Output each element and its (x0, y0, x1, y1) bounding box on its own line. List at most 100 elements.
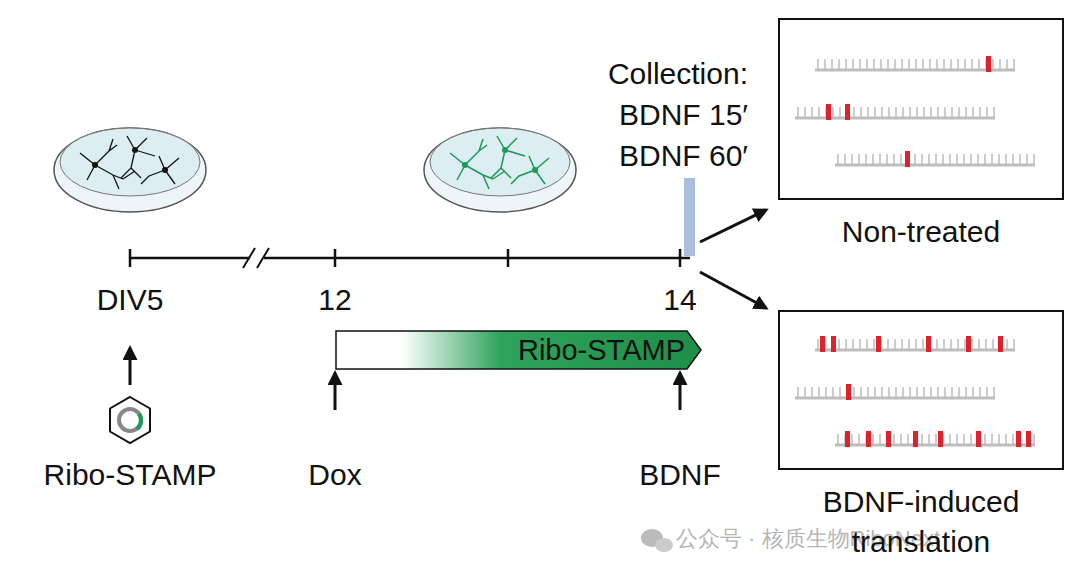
strand-tick (984, 434, 986, 445)
strand-tick (1033, 434, 1035, 445)
strand-tick (936, 339, 938, 350)
strand-tick (837, 154, 839, 165)
strand-tick (872, 434, 874, 445)
strand-tick (853, 107, 855, 118)
strand-tick (930, 387, 932, 398)
strand-tick (886, 154, 888, 165)
strand-tick (908, 339, 910, 350)
strand-tick (929, 59, 931, 70)
edit-mark (913, 431, 918, 447)
text-label: Ribo-STAMP (44, 457, 217, 493)
edit-mark (976, 431, 981, 447)
strand-tick (930, 107, 932, 118)
strand-tick (1005, 154, 1007, 165)
edit-mark (831, 336, 836, 352)
strand-tick (894, 59, 896, 70)
edit-mark (1016, 431, 1021, 447)
strand-tick (811, 107, 813, 118)
strand-tick (879, 434, 881, 445)
strand-tick (1026, 154, 1028, 165)
strand-tick (804, 387, 806, 398)
strand-tick (824, 59, 826, 70)
strand-tick (874, 387, 876, 398)
strand-tick (888, 387, 890, 398)
text-label: BDNF (639, 457, 721, 493)
box-caption: BDNF-induced translation (778, 482, 1064, 562)
caption-text: Non-treated (778, 212, 1064, 252)
strand-tick (881, 387, 883, 398)
strand-tick (972, 107, 974, 118)
strand-tick (818, 107, 820, 118)
result-box: Non-treated (778, 18, 1064, 252)
strand-backbone (835, 444, 1035, 447)
strand-tick (900, 154, 902, 165)
strand-tick (922, 339, 924, 350)
strand-backbone (795, 397, 995, 400)
strand-tick (851, 154, 853, 165)
strand-tick (992, 59, 994, 70)
strand-tick (965, 107, 967, 118)
strand-tick (970, 434, 972, 445)
strand-tick (902, 107, 904, 118)
strand-tick (950, 59, 952, 70)
strand-tick (887, 339, 889, 350)
edit-mark (1026, 431, 1031, 447)
strand-tick (993, 387, 995, 398)
strand-tick (1006, 59, 1008, 70)
strand-tick (872, 154, 874, 165)
watermark-icon (641, 529, 673, 552)
strand-backbone (835, 164, 1035, 167)
strand-tick (1005, 434, 1007, 445)
arrow-label: Ribo-STAMP (518, 332, 685, 368)
strand-tick (817, 59, 819, 70)
edit-mark (866, 431, 871, 447)
strand-tick (937, 107, 939, 118)
strand-tick (839, 107, 841, 118)
edit-mark (938, 431, 943, 447)
strand-tick (867, 107, 869, 118)
strand-tick (831, 59, 833, 70)
strand-tick (957, 59, 959, 70)
strand-tick (867, 387, 869, 398)
text-label: BDNF 60′ (619, 138, 748, 174)
strand-tick (866, 339, 868, 350)
strand-tick (874, 107, 876, 118)
strand-tick (1013, 339, 1015, 350)
strand-tick (991, 434, 993, 445)
strand-tick (986, 387, 988, 398)
strand-tick (986, 107, 988, 118)
strand-tick (893, 154, 895, 165)
strand-tick (845, 339, 847, 350)
strand-tick (971, 59, 973, 70)
strand-tick (964, 339, 966, 350)
strand-tick (951, 387, 953, 398)
strand-tick (900, 434, 902, 445)
strand-tick (1012, 434, 1014, 445)
box-frame (778, 310, 1064, 470)
strand-tick (922, 59, 924, 70)
strand-tick (985, 339, 987, 350)
strand-backbone (815, 69, 1015, 72)
text-label: DIV5 (97, 282, 164, 318)
strand-tick (797, 387, 799, 398)
strand-tick (958, 107, 960, 118)
edit-mark (926, 336, 931, 352)
strand-tick (858, 434, 860, 445)
petri-dish (424, 128, 576, 212)
box-caption: Non-treated (778, 212, 1064, 252)
strand-tick (1013, 59, 1015, 70)
petri-dish (54, 128, 206, 212)
edit-mark (905, 151, 910, 167)
strand-tick (956, 154, 958, 165)
strand-tick (1012, 154, 1014, 165)
strand-tick (992, 339, 994, 350)
strand-tick (902, 387, 904, 398)
mrna-strands (780, 20, 1062, 198)
strand-tick (915, 59, 917, 70)
strand-tick (873, 59, 875, 70)
strand-tick (851, 434, 853, 445)
strand-tick (873, 339, 875, 350)
strand-tick (1019, 154, 1021, 165)
strand-tick (860, 107, 862, 118)
